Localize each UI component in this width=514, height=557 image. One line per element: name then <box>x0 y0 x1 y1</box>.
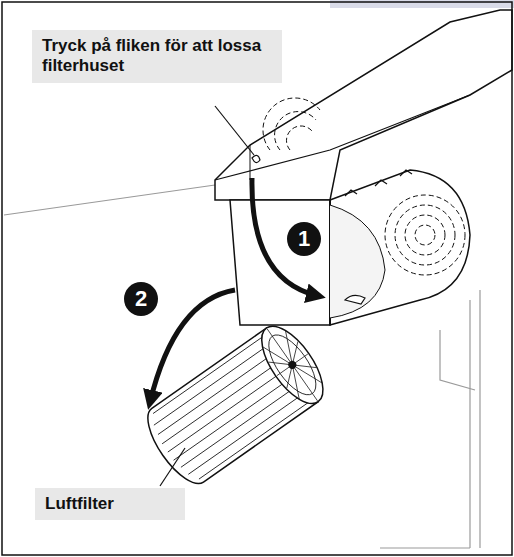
part-label: Luftfilter <box>35 488 185 520</box>
callout-number: 2 <box>124 282 158 316</box>
callout-note: Tryck på fliken för att lossa filterhuse… <box>32 30 282 83</box>
callout-number: 1 <box>287 222 321 256</box>
